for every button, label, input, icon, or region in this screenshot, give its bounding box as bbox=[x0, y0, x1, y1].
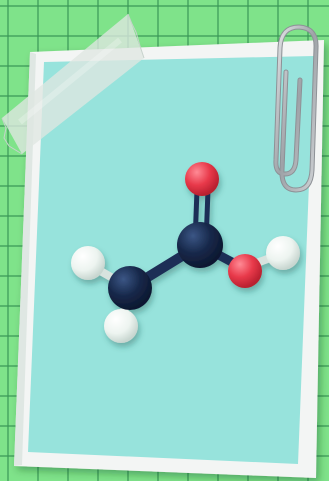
paperclip-icon bbox=[273, 24, 319, 193]
hydrogen-atom bbox=[266, 236, 300, 270]
oxygen-atom bbox=[228, 254, 262, 288]
carbon-atom bbox=[108, 266, 152, 310]
oxygen-atom bbox=[185, 162, 219, 196]
hydrogen-atom bbox=[104, 309, 138, 343]
molecule-acetic-acid bbox=[71, 162, 300, 343]
masking-tape bbox=[1, 13, 145, 155]
carbon-atom bbox=[177, 222, 223, 268]
hydrogen-atom bbox=[71, 246, 105, 280]
photo-frame-edge bbox=[14, 52, 36, 466]
